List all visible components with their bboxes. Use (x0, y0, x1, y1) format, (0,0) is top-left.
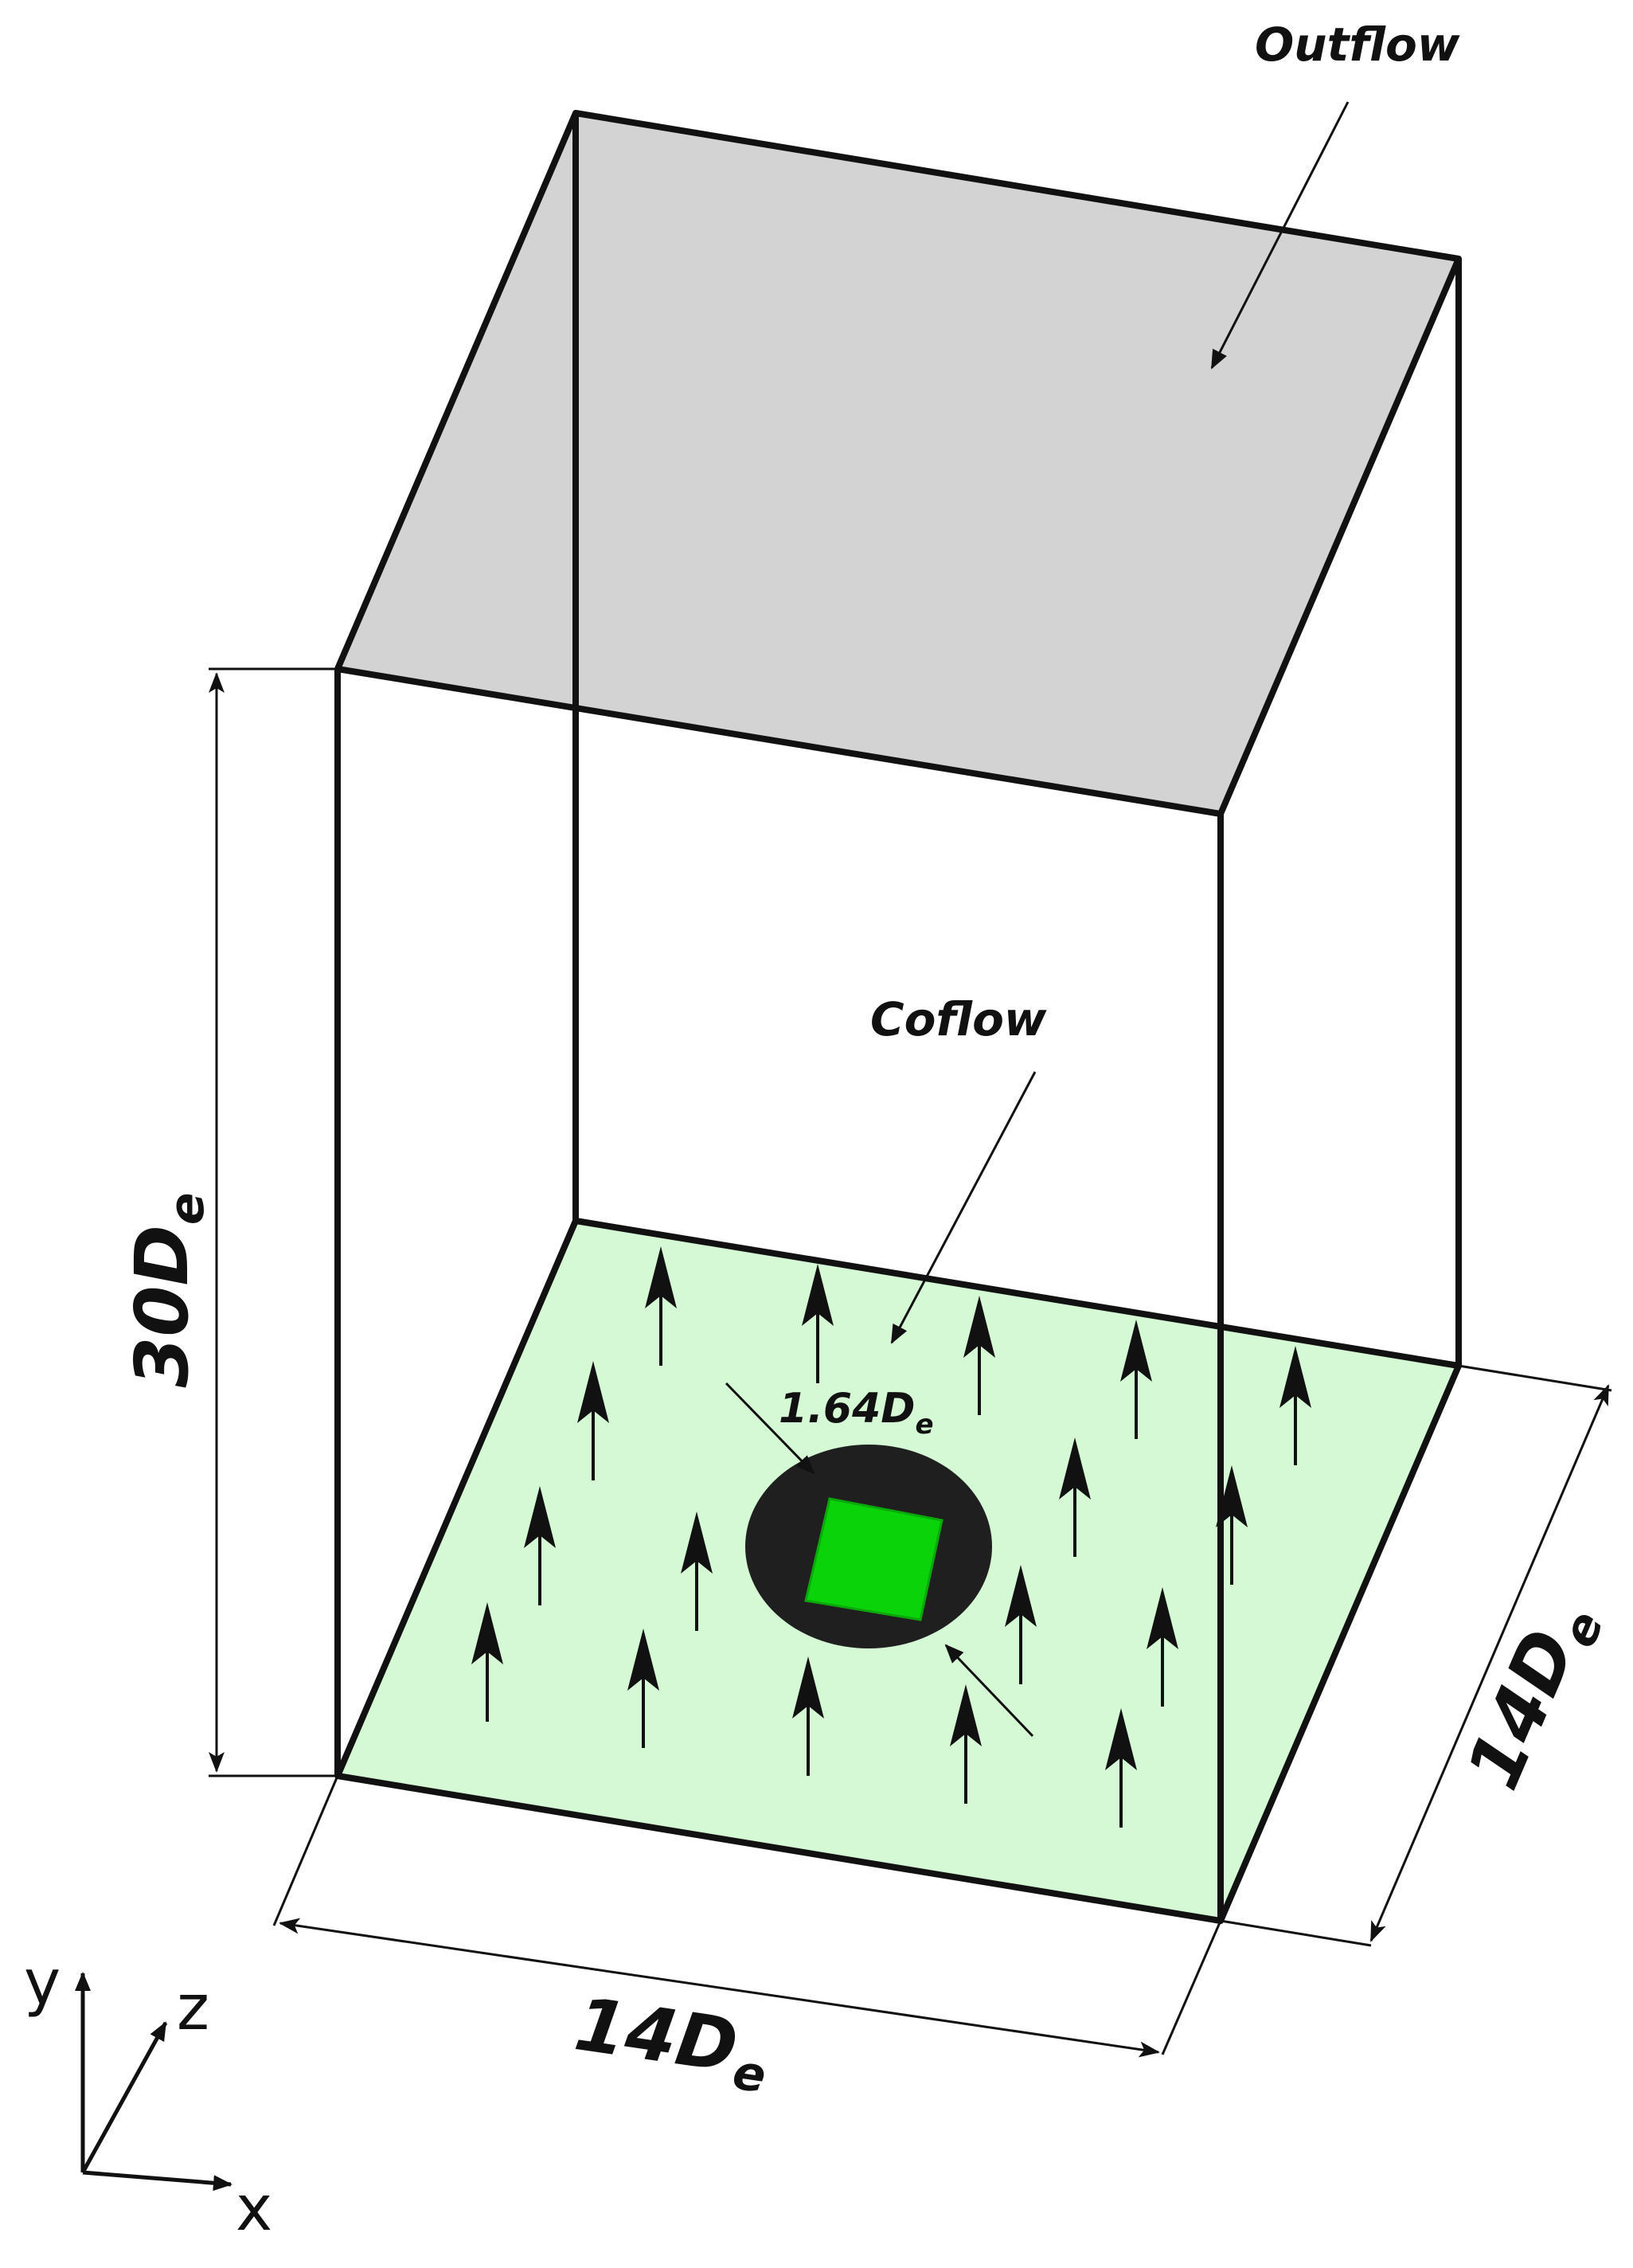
coflow-label: Coflow (870, 992, 1047, 1046)
coflow-arrow (1105, 1708, 1137, 1828)
coflow-arrows (471, 1246, 1311, 1828)
nozzle-core (804, 1497, 943, 1621)
y-axis-label: y (24, 1947, 61, 2019)
coflow-arrow (950, 1684, 982, 1804)
coflow-arrow (524, 1486, 556, 1605)
z-axis-label: z (177, 1973, 209, 2044)
z-axis-arrow (80, 2021, 168, 2174)
coflow-arrow (963, 1296, 995, 1415)
width-dimension-label: 14De (568, 1981, 775, 2104)
outflow-pointer-arrow (1210, 101, 1350, 370)
jet-diameter-arrow-upper (725, 1382, 815, 1475)
width-extension-left (272, 1775, 339, 1926)
width-extension-right (1161, 1920, 1222, 2055)
outflow-face (334, 110, 1462, 817)
coflow-arrow (1279, 1346, 1311, 1465)
x-axis-label: x (236, 2173, 272, 2245)
depth-extension-front (1220, 1919, 1372, 1947)
coflow-arrow (645, 1246, 677, 1366)
coflow-arrow (1120, 1320, 1152, 1439)
coflow-arrow (802, 1264, 834, 1383)
outflow-label: Outflow (1255, 18, 1460, 72)
depth-extension-back (1458, 1364, 1612, 1392)
coflow-arrow (471, 1602, 503, 1722)
x-axis-arrow (82, 2170, 232, 2192)
jet-diameter-label: 1.64De (779, 1385, 934, 1441)
depth-dimension-line (1369, 1384, 1610, 1942)
coflow-arrow (577, 1361, 609, 1480)
height-dimension-label: 30De (119, 1192, 215, 1387)
coflow-arrow (1005, 1565, 1037, 1684)
coflow-arrow (627, 1629, 659, 1748)
coflow-arrow (681, 1511, 713, 1631)
coflow-pointer-arrow (890, 1071, 1037, 1344)
coflow-arrow (1059, 1437, 1091, 1557)
coflow-arrow (792, 1656, 824, 1776)
jet-diameter-arrow-lower (944, 1644, 1034, 1738)
coflow-arrow (1147, 1587, 1178, 1707)
width-dimension-line (279, 1918, 1160, 2058)
coordinate-axes (75, 1972, 232, 2192)
